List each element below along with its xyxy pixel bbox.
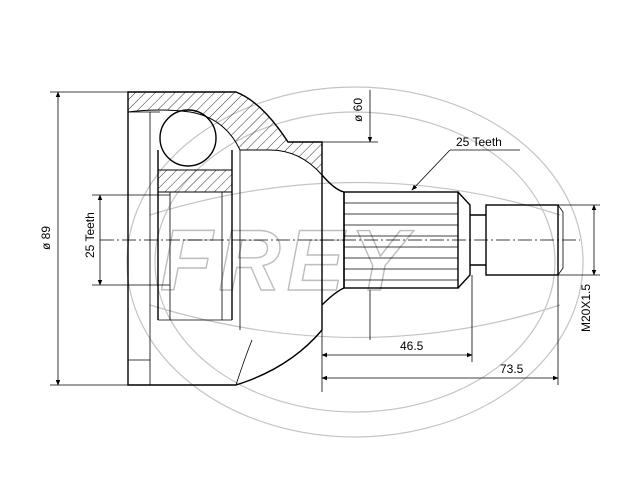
cage-hatch — [157, 169, 233, 193]
watermark: FREY — [126, 86, 584, 438]
thread-neck — [470, 214, 486, 266]
watermark-swoosh — [149, 181, 561, 216]
dim-spline-length: 46.5 — [321, 275, 473, 362]
inner-race-bore — [169, 192, 223, 320]
outer-diameter-label: ø 89 — [39, 226, 53, 250]
spline-length-label: 46.5 — [400, 339, 424, 353]
thread — [485, 204, 559, 276]
bell-diameter-label: ø 60 — [351, 98, 365, 122]
inner-race — [157, 150, 233, 320]
watermark-brand: FREY — [160, 213, 414, 309]
dim-inner-teeth: 25 Teeth — [83, 194, 170, 286]
ball-cage — [157, 109, 241, 330]
housing-neck — [235, 339, 253, 386]
ball — [159, 109, 217, 167]
watermark-inner-ring — [154, 111, 556, 413]
dim-thread: M20X1.5 — [558, 204, 600, 332]
housing-hatch-top — [127, 91, 323, 177]
thread-chamfer — [557, 204, 564, 276]
spline-shaft — [321, 174, 564, 306]
watermark-outer-ring — [126, 86, 584, 438]
spline-taper — [457, 191, 471, 289]
total-length-label: 73.5 — [500, 362, 524, 376]
dim-outer-diameter: ø 89 — [39, 91, 128, 386]
dim-bell-diameter: ø 60 — [322, 90, 378, 340]
spline — [343, 191, 459, 289]
thread-label: M20X1.5 — [579, 284, 593, 332]
shaft-teeth-label: 25 Teeth — [456, 135, 502, 149]
dim-shaft-teeth: 25 Teeth — [411, 135, 520, 191]
bell-housing — [127, 91, 323, 386]
spline-teeth — [344, 202, 458, 281]
dim-total-length: 73.5 — [321, 275, 559, 392]
inner-teeth-label: 25 Teeth — [83, 212, 97, 258]
watermark-swoosh-lower — [149, 304, 561, 339]
